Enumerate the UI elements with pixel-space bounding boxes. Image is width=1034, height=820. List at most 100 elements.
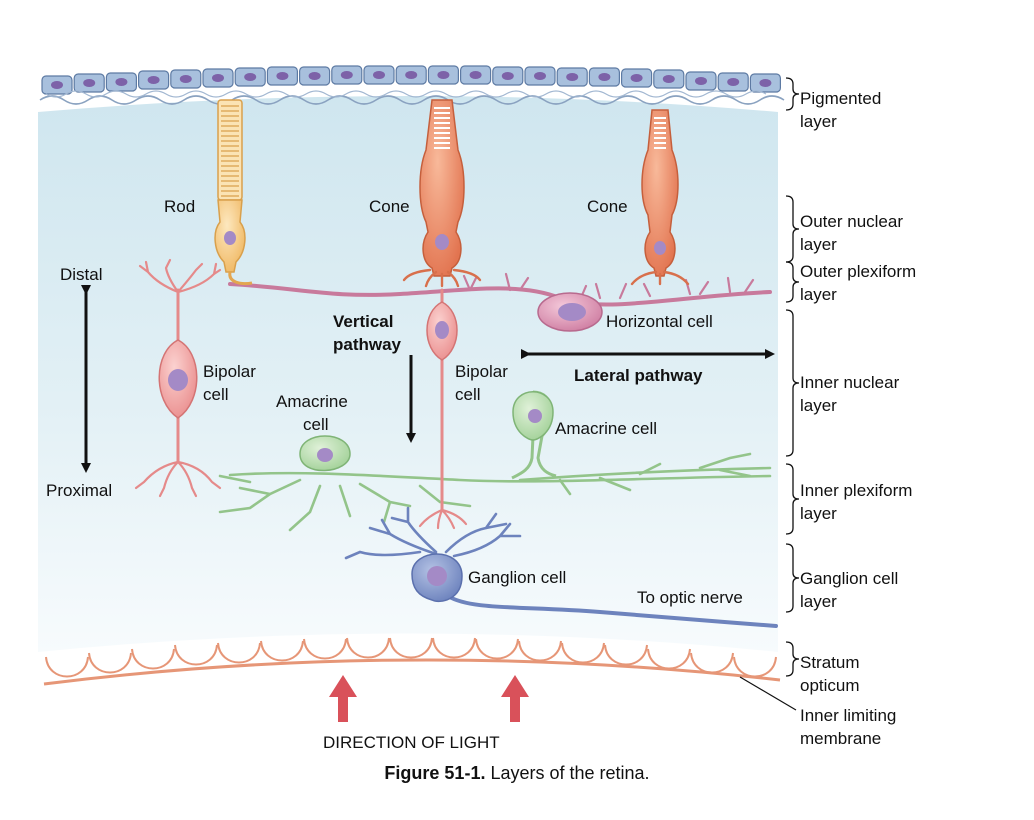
pigment-cell-nucleus xyxy=(83,79,96,87)
stratum-fiber-loop xyxy=(647,648,691,670)
bipolar-1-nucleus xyxy=(168,369,188,391)
layer-brace xyxy=(785,543,800,613)
layer-stratum-line2: opticum xyxy=(800,676,860,695)
label-distal: Distal xyxy=(60,265,103,284)
pigment-cell-nucleus xyxy=(695,77,707,85)
stratum-fiber-loop xyxy=(561,642,605,664)
layer-brace xyxy=(785,261,800,303)
label-amacrine-1-line2: cell xyxy=(303,415,329,434)
layer-ganglion-line2: layer xyxy=(800,592,837,611)
rod-cell xyxy=(214,99,253,286)
layer-inner-plexiform-line1: Inner plexiform xyxy=(800,481,912,500)
stratum-fiber-loop xyxy=(303,638,347,660)
label-cone-2: Cone xyxy=(587,197,628,216)
pigment-cell-nucleus xyxy=(244,73,257,81)
pigment-wavy-band xyxy=(39,95,785,105)
pigment-cell-nucleus xyxy=(308,72,321,80)
light-arrow-left xyxy=(329,675,357,722)
stratum-fiber-loop xyxy=(174,644,218,666)
layer-outer-nuclear-line1: Outer nuclear xyxy=(800,212,903,231)
stratum-fiber-loop xyxy=(131,648,175,670)
pigment-cell-nucleus xyxy=(212,74,224,82)
stratum-fiber-loop xyxy=(45,656,89,678)
label-horizontal-cell: Horizontal cell xyxy=(606,312,713,331)
amacrine-cell-2 xyxy=(511,390,557,480)
label-cone-1: Cone xyxy=(369,197,410,216)
pigment-cell-nucleus xyxy=(534,72,546,80)
label-direction-of-light: DIRECTION OF LIGHT xyxy=(323,733,500,752)
pigment-cell-nucleus xyxy=(51,81,63,89)
stratum-fiber-loop xyxy=(346,637,390,659)
label-vertical-pathway-1: Vertical xyxy=(333,312,394,331)
layer-brace xyxy=(785,195,800,263)
layer-brace xyxy=(785,463,800,535)
pigment-cell-nucleus xyxy=(405,71,418,79)
layer-brace xyxy=(785,309,800,457)
label-lateral-pathway: Lateral pathway xyxy=(574,366,703,385)
layer-outer-nuclear-line2: layer xyxy=(800,235,837,254)
pigment-cell-nucleus xyxy=(373,71,385,79)
figure-caption: Figure 51-1. Layers of the retina. xyxy=(0,763,1034,784)
layer-outer-plexiform-line1: Outer plexiform xyxy=(800,262,916,281)
label-amacrine-2: Amacrine cell xyxy=(555,419,657,438)
label-bipolar-1-line2: cell xyxy=(203,385,229,404)
inner-limiting-membrane xyxy=(43,658,781,686)
ganglion-nucleus xyxy=(427,566,447,586)
stratum-fiber-loop xyxy=(432,637,476,659)
layer-membrane-line2: membrane xyxy=(800,729,881,748)
layer-ganglion-line1: Ganglion cell xyxy=(800,569,898,588)
rod-outer-segment xyxy=(217,99,243,201)
light-arrow-right xyxy=(501,675,529,722)
pigment-cell-nucleus xyxy=(147,76,160,84)
stratum-fiber-loop xyxy=(518,640,562,662)
label-optic-nerve: To optic nerve xyxy=(637,588,743,607)
pigment-cell-nucleus xyxy=(566,73,579,81)
pigment-cell-nucleus xyxy=(179,75,192,83)
membrane-leader-line xyxy=(739,676,797,711)
pigment-cell-nucleus xyxy=(662,75,675,83)
pigment-cell-nucleus xyxy=(340,71,353,79)
stratum-fiber-loop xyxy=(389,637,433,659)
cone-cell-1 xyxy=(402,99,482,288)
pigment-cell-nucleus xyxy=(115,78,128,86)
stratum-fiber-loop xyxy=(88,652,132,674)
label-amacrine-1-line1: Amacrine xyxy=(276,392,348,411)
layer-brace xyxy=(785,77,800,111)
label-rod: Rod xyxy=(164,197,195,216)
pigment-cell-nucleus xyxy=(437,71,450,79)
layer-inner-nuclear-line2: layer xyxy=(800,396,837,415)
stratum-fiber-loop xyxy=(733,656,777,678)
amacrine-processes xyxy=(218,452,772,532)
pigment-cell-nucleus xyxy=(469,71,482,79)
layer-pigmented-line2: layer xyxy=(800,112,837,131)
label-proximal: Proximal xyxy=(46,481,112,500)
label-vertical-pathway-2: pathway xyxy=(333,335,402,354)
horizontal-cell-nucleus xyxy=(558,303,586,321)
label-bipolar-1-line1: Bipolar xyxy=(203,362,256,381)
pigment-wavy-band-2 xyxy=(45,90,767,98)
stratum-fiber-loop xyxy=(217,642,261,664)
pigment-cell-nucleus xyxy=(501,72,514,80)
layer-outer-plexiform-line2: layer xyxy=(800,285,837,304)
pigment-cell-nucleus xyxy=(598,73,611,81)
layer-stratum-line1: Stratum xyxy=(800,653,860,672)
label-bipolar-2-line1: Bipolar xyxy=(455,362,508,381)
layer-brace xyxy=(785,641,800,677)
label-ganglion-cell: Ganglion cell xyxy=(468,568,566,587)
pigment-cell-nucleus xyxy=(759,79,772,87)
pigment-cell-nucleus xyxy=(727,78,740,86)
amacrine-cell-1 xyxy=(299,435,351,472)
layer-braces xyxy=(785,77,800,677)
stratum-fiber-loop xyxy=(690,652,734,674)
layer-inner-plexiform-line2: layer xyxy=(800,504,837,523)
pigmented-epithelium xyxy=(41,65,782,95)
figure-caption-text: Layers of the retina. xyxy=(490,763,650,783)
stratum-fiber-loop xyxy=(260,640,304,662)
cone-cell-2 xyxy=(630,109,690,286)
label-bipolar-2-line2: cell xyxy=(455,385,481,404)
stratum-fiber-loop xyxy=(475,638,519,660)
layer-inner-nuclear-line1: Inner nuclear xyxy=(800,373,900,392)
figure-caption-label: Figure 51-1. xyxy=(384,763,486,783)
bipolar-2-nucleus xyxy=(435,321,449,339)
